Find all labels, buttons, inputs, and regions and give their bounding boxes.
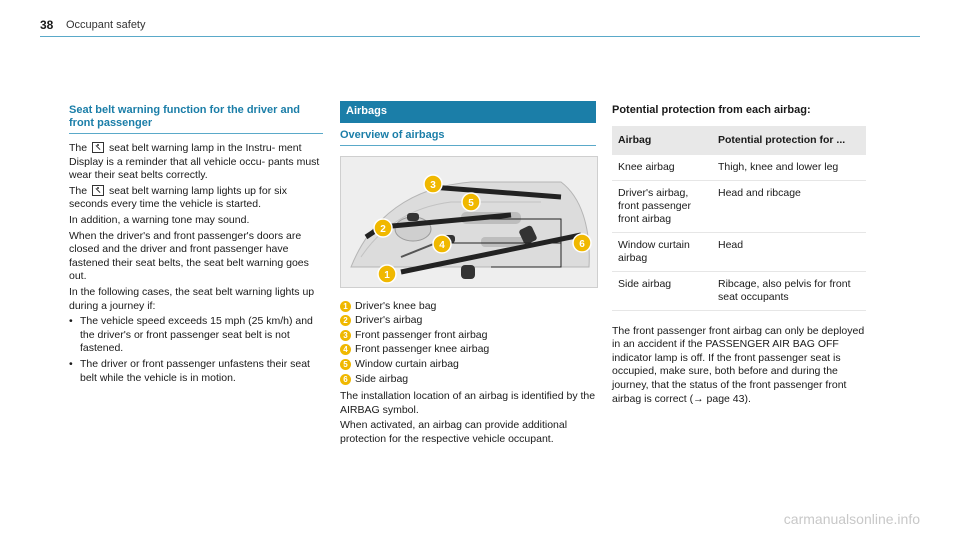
table-header: Airbag bbox=[612, 125, 712, 155]
table-row: Side airbag Ribcage, also pelvis for fro… bbox=[612, 271, 866, 311]
paragraph: In the following cases, the seat belt wa… bbox=[69, 285, 315, 312]
paragraph: The front passenger front airbag can onl… bbox=[612, 324, 865, 405]
table-cell: Window curtain airbag bbox=[612, 232, 712, 272]
table-header: Potential protection for ... bbox=[712, 125, 866, 155]
number-badge: 2 bbox=[340, 315, 351, 327]
figure-label-3: 3 bbox=[430, 180, 436, 191]
column-seat-belt: Seat belt warning function for the drive… bbox=[69, 104, 323, 387]
number-badge: 6 bbox=[340, 373, 351, 385]
airbag-protection-table: Airbag Potential protection for ... Knee… bbox=[612, 125, 866, 311]
number-badge: 4 bbox=[340, 344, 351, 356]
figure-label-1: 1 bbox=[384, 270, 390, 281]
paragraph: In addition, a warning tone may sound. bbox=[69, 213, 250, 226]
seat-belt-warning-icon bbox=[92, 142, 105, 153]
paragraph: The seat belt warning lamp lights up for… bbox=[69, 184, 287, 211]
bullet-icon: • bbox=[69, 315, 73, 328]
table-cell: Knee airbag bbox=[612, 154, 712, 181]
seat-belt-heading: Seat belt warning function for the drive… bbox=[69, 104, 301, 129]
table-cell: Thigh, knee and lower leg bbox=[712, 154, 866, 181]
figure-label-6: 6 bbox=[579, 239, 585, 250]
header-rule bbox=[40, 36, 920, 37]
figure-label-5: 5 bbox=[468, 198, 474, 209]
table-row: Knee airbag Thigh, knee and lower leg bbox=[612, 154, 866, 181]
paragraph: When the driver's and front passenger's … bbox=[69, 229, 309, 283]
table-row: Window curtain airbag Head bbox=[612, 232, 866, 272]
bullet-icon: • bbox=[69, 357, 73, 370]
number-badge: 1 bbox=[340, 300, 351, 312]
table-cell: Ribcage, also pelvis for front seat occu… bbox=[712, 271, 866, 311]
number-badge: 3 bbox=[340, 329, 351, 341]
table-header-row: Airbag Potential protection for ... bbox=[612, 125, 866, 155]
airbag-illustration: 1 2 3 4 5 6 bbox=[341, 156, 597, 287]
bullet-list: •The vehicle speed exceeds 15 mph (25 km… bbox=[69, 315, 323, 385]
airbags-section-bar: Airbags bbox=[340, 101, 596, 123]
table-cell: Side airbag bbox=[612, 271, 712, 311]
overview-heading: Overview of airbags bbox=[340, 128, 445, 141]
table-cell: Head and ribcage bbox=[712, 180, 866, 233]
column-protection: Potential protection from each airbag: A… bbox=[612, 104, 866, 408]
table-row: Driver's airbag, front passenger front a… bbox=[612, 180, 866, 233]
list-item: •The vehicle speed exceeds 15 mph (25 km… bbox=[69, 315, 313, 355]
paragraph: The installation location of an airbag i… bbox=[340, 390, 596, 416]
paragraph: When activated, an airbag can provide ad… bbox=[340, 419, 568, 445]
watermark: carmanualsonline.info bbox=[783, 511, 920, 527]
table-cell: Head bbox=[712, 232, 866, 272]
heading-rule bbox=[69, 133, 323, 134]
column-airbags: Airbags Overview of airbags bbox=[340, 101, 598, 449]
figure-label-4: 4 bbox=[439, 240, 445, 251]
seat-belt-warning-icon bbox=[92, 184, 105, 196]
page-number: 38 bbox=[40, 18, 54, 32]
paragraph: The seat belt warning lamp in the Instru… bbox=[69, 142, 320, 182]
section-title: Occupant safety bbox=[66, 19, 146, 31]
list-item: •The driver or front passenger unfastens… bbox=[69, 357, 310, 384]
protection-heading: Potential protection from each airbag: bbox=[612, 104, 811, 116]
table-cell: Driver's airbag, front passenger front a… bbox=[612, 180, 712, 233]
figure-label-2: 2 bbox=[380, 224, 386, 235]
heading-rule bbox=[340, 144, 596, 146]
page-header: 38 Occupant safety bbox=[40, 18, 920, 42]
airbag-overview-figure: 1 2 3 4 5 6 bbox=[340, 155, 598, 288]
number-badge: 5 bbox=[340, 358, 351, 370]
